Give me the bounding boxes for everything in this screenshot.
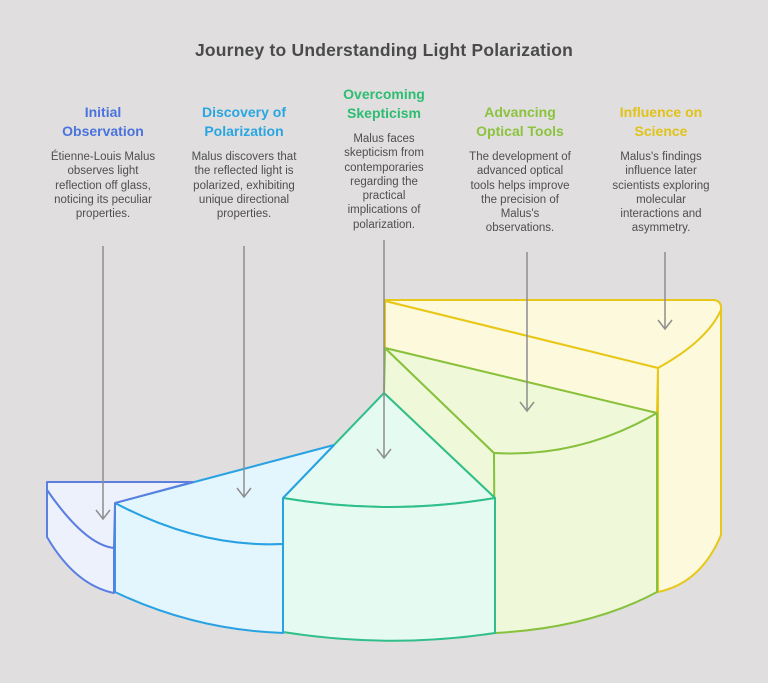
stage-heading: Initial Observation <box>62 104 144 139</box>
wedge1-front-rim-face <box>46 489 115 594</box>
wedge-initial-observation <box>46 481 194 594</box>
stage-column-advancing-optical-tools: Advancing Optical Tools The development … <box>454 103 586 236</box>
stage-column-influence-on-science: Influence on Science Malus's findings in… <box>595 103 727 236</box>
stage-heading: Overcoming Skepticism <box>343 86 425 121</box>
connector-arrow-3 <box>376 240 392 460</box>
arrow-head-icon <box>519 401 535 413</box>
stage-heading: Advancing Optical Tools <box>476 104 564 139</box>
wedge-advancing-optical-tools <box>383 347 658 634</box>
stage-description: Malus's findings influence later scienti… <box>612 151 710 235</box>
connector-arrow-1 <box>95 246 111 521</box>
wedge-influence-on-science <box>384 299 723 593</box>
arrow-head-icon <box>657 319 673 331</box>
stage-description: The development of advanced optical tool… <box>469 151 571 235</box>
wedge3-front-face <box>282 497 496 642</box>
stage-column-discovery-of-polarization: Discovery of Polarization Malus discover… <box>178 103 310 221</box>
wedge-overcoming-skepticism <box>282 392 496 642</box>
stage-heading: Influence on Science <box>619 104 703 139</box>
stage-description: Malus discovers that the reflected light… <box>191 151 297 221</box>
arrow-head-icon <box>95 509 111 521</box>
arrow-head-icon <box>376 448 392 460</box>
connector-arrow-4 <box>519 252 535 413</box>
stage-heading: Discovery of Polarization <box>201 104 287 139</box>
connector-arrow-2 <box>236 246 252 499</box>
arrow-head-icon <box>236 487 252 499</box>
stage-description: Malus faces skepticism from contemporari… <box>344 133 424 231</box>
connector-arrow-5 <box>657 252 673 331</box>
wedge4-front-face <box>493 412 658 634</box>
stage-column-initial-observation: Initial Observation Étienne-Louis Malus … <box>37 103 169 221</box>
page-title: Journey to Understanding Light Polarizat… <box>194 40 574 60</box>
stage-column-overcoming-skepticism: Overcoming Skepticism Malus faces skepti… <box>318 85 450 232</box>
wedge2-front-rim-face <box>114 502 284 634</box>
wedge-discovery-of-polarization <box>114 444 335 634</box>
stage-description: Étienne-Louis Malus observes light refle… <box>50 151 156 221</box>
